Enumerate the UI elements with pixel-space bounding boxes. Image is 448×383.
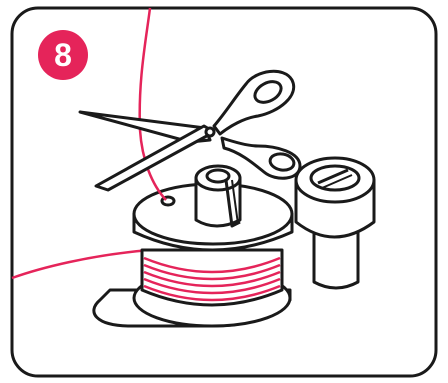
step-number: 8 xyxy=(54,37,72,74)
step-number-badge: 8 xyxy=(38,30,88,80)
